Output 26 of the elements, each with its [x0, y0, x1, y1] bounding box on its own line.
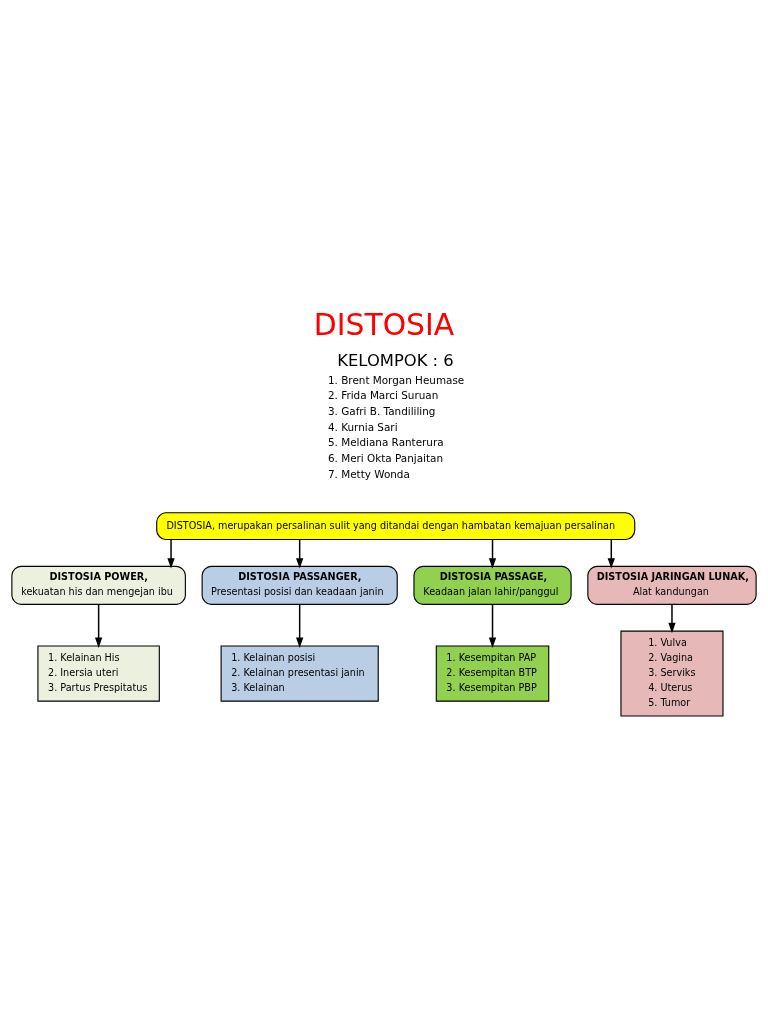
label: 3. Gafri B. Tandililing: [327, 404, 436, 417]
label: 1. Brent Morgan Heumase: [327, 373, 465, 386]
label: 7. Metty Wonda: [327, 467, 410, 480]
arrow: [488, 538, 497, 569]
label: 5. Meldiana Ranterura: [327, 436, 444, 449]
diagram-title: DISTOSIA: [313, 306, 455, 342]
node-box: DISTOSIA PASSANGER, Presentasi posisi dan keadaan janin: [201, 565, 398, 605]
label: 4. Kurnia Sari: [327, 420, 398, 433]
arrow: [296, 603, 304, 648]
label: 6. Meri Okta Panjaitan: [327, 451, 444, 464]
node-box: DISTOSIA POWER, kekuatan his dan mengejan ibu: [11, 565, 186, 605]
arrow: [607, 538, 615, 569]
arrow: [668, 603, 676, 634]
node-box: 1. Kelainan His 2. Inersia uteri 3. Partus Prespitatus: [37, 645, 160, 702]
label: 2. Frida Marci Suruan: [327, 389, 439, 402]
label: KELOMPOK : 6: [337, 351, 454, 371]
node-box: 1. Vulva 2. Vagina 3. Serviks 4. Uterus 5. Tumor: [620, 630, 724, 717]
arrow: [167, 538, 175, 569]
node-box: DISTOSIA PASSAGE, Keadaan jalan lahir/panggul: [413, 565, 572, 605]
node-box: 1. Kelainan posisi 2. Kelainan presentasi janin 3. Kelainan: [220, 645, 379, 702]
arrow: [296, 538, 304, 569]
node-box: DISTOSIA JARINGAN LUNAK, Alat kandungan: [587, 565, 757, 605]
arrow: [94, 603, 103, 648]
node-box: DISTOSIA, merupakan persalinan sulit yang ditandai dengan hambatan kemajuan persalinan: [156, 512, 636, 541]
arrow: [488, 603, 497, 648]
node-box: 1. Kesempitan PAP 2. Kesempitan BTP 3. Kesempitan PBP: [435, 645, 550, 702]
